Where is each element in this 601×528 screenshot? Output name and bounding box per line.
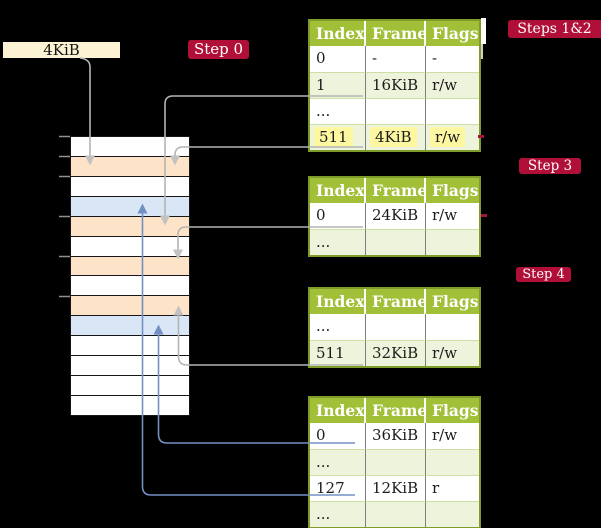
column-header-frame: Frame [366, 398, 426, 423]
cell-frame: 4KiB [366, 124, 426, 150]
column-header-flags: Flags [432, 292, 479, 311]
cell-index: 1 [310, 72, 366, 98]
memory-frame-row-11 [71, 356, 189, 377]
memory-frame-row-4 [71, 216, 189, 237]
cell-frame [366, 449, 426, 475]
address-ticks [59, 135, 70, 298]
cell-index: 0 [310, 46, 366, 72]
cell-index: ... [310, 501, 366, 527]
cell-index: ... [310, 229, 366, 255]
column-header-flags: Flags [432, 181, 479, 200]
page-size-label-box: 4KiB [3, 42, 120, 58]
memory-frame-row-2 [71, 176, 189, 197]
cell-flags [426, 501, 479, 527]
table-row: ... [310, 98, 479, 124]
table-row: ... [310, 449, 479, 475]
red-tick-marker-1 [478, 135, 484, 138]
memory-frame-row-6 [71, 256, 189, 277]
cell-frame [366, 98, 426, 124]
column-header-frame: Frame [366, 21, 426, 46]
badge-step-3: Step 3 [519, 158, 581, 174]
cell-flags: r [426, 475, 479, 501]
table-row: ... [310, 501, 479, 527]
cell-frame: - [366, 46, 426, 72]
cell-flags [426, 314, 479, 340]
badge-step-4: Step 4 [516, 267, 571, 282]
red-tick-marker-2 [481, 214, 487, 217]
table-row: 511 4KiB r/w [310, 124, 479, 150]
cell-flags: r/w [426, 340, 479, 366]
memory-frame-row-3 [71, 196, 189, 217]
cell-index: 0 [310, 203, 366, 229]
memory-frame-row-9 [71, 316, 189, 337]
cell-flags [426, 98, 479, 124]
highlighted-value: r/w [430, 127, 466, 147]
table-row: 0-- [310, 46, 479, 72]
cell-index: 511 [310, 340, 366, 366]
column-header-flags: Flags [432, 24, 479, 43]
highlighted-value: 4KiB [370, 127, 417, 147]
memory-frame-row-12 [71, 376, 189, 396]
cell-index: ... [310, 449, 366, 475]
cell-flags: r/w [426, 72, 479, 98]
column-header-index: Index [310, 289, 366, 314]
cell-frame [366, 314, 426, 340]
white-strip-decoration [481, 18, 486, 44]
table-row: ... [310, 229, 479, 255]
cell-frame [366, 501, 426, 527]
physical-memory-column [70, 136, 190, 416]
cell-frame: 12KiB [366, 475, 426, 501]
column-header-index: Index [310, 398, 366, 423]
cell-frame: 24KiB [366, 203, 426, 229]
memory-frame-row-7 [71, 276, 189, 297]
column-header-frame: Frame [366, 289, 426, 314]
cell-index: ... [310, 98, 366, 124]
cell-flags [426, 229, 479, 255]
cell-frame: 32KiB [366, 340, 426, 366]
cell-flags: r/w [432, 426, 458, 444]
cell-frame: 16KiB [366, 72, 426, 98]
memory-frame-row-13 [71, 395, 189, 415]
memory-frame-row-0 [71, 137, 189, 157]
cell-flags: - [432, 49, 438, 67]
cell-frame: 36KiB [366, 423, 426, 449]
column-header-frame: Frame [366, 178, 426, 203]
badge-steps-1-2: Steps 1&2 [508, 20, 601, 38]
table-row: ... [310, 314, 479, 340]
cell-index: 0 [310, 423, 366, 449]
cell-frame [366, 229, 426, 255]
cell-index: ... [310, 314, 366, 340]
memory-frame-row-8 [71, 296, 189, 317]
highlighted-value: 511 [314, 127, 353, 147]
column-header-index: Index [310, 178, 366, 203]
memory-frame-row-5 [71, 236, 189, 257]
cell-flags [426, 449, 479, 475]
cell-flags: r/w [426, 124, 479, 150]
column-header-index: Index [310, 21, 366, 46]
cell-flags: r/w [432, 206, 458, 224]
cell-index: 127 [310, 475, 366, 501]
white-strip-decoration2 [481, 44, 483, 59]
page-size-label: 4KiB [43, 41, 80, 59]
badge-step-0: Step 0 [188, 40, 249, 59]
memory-frame-row-10 [71, 336, 189, 357]
memory-frame-row-1 [71, 156, 189, 177]
column-header-flags: Flags [432, 401, 479, 420]
cell-index: 511 [310, 124, 366, 150]
